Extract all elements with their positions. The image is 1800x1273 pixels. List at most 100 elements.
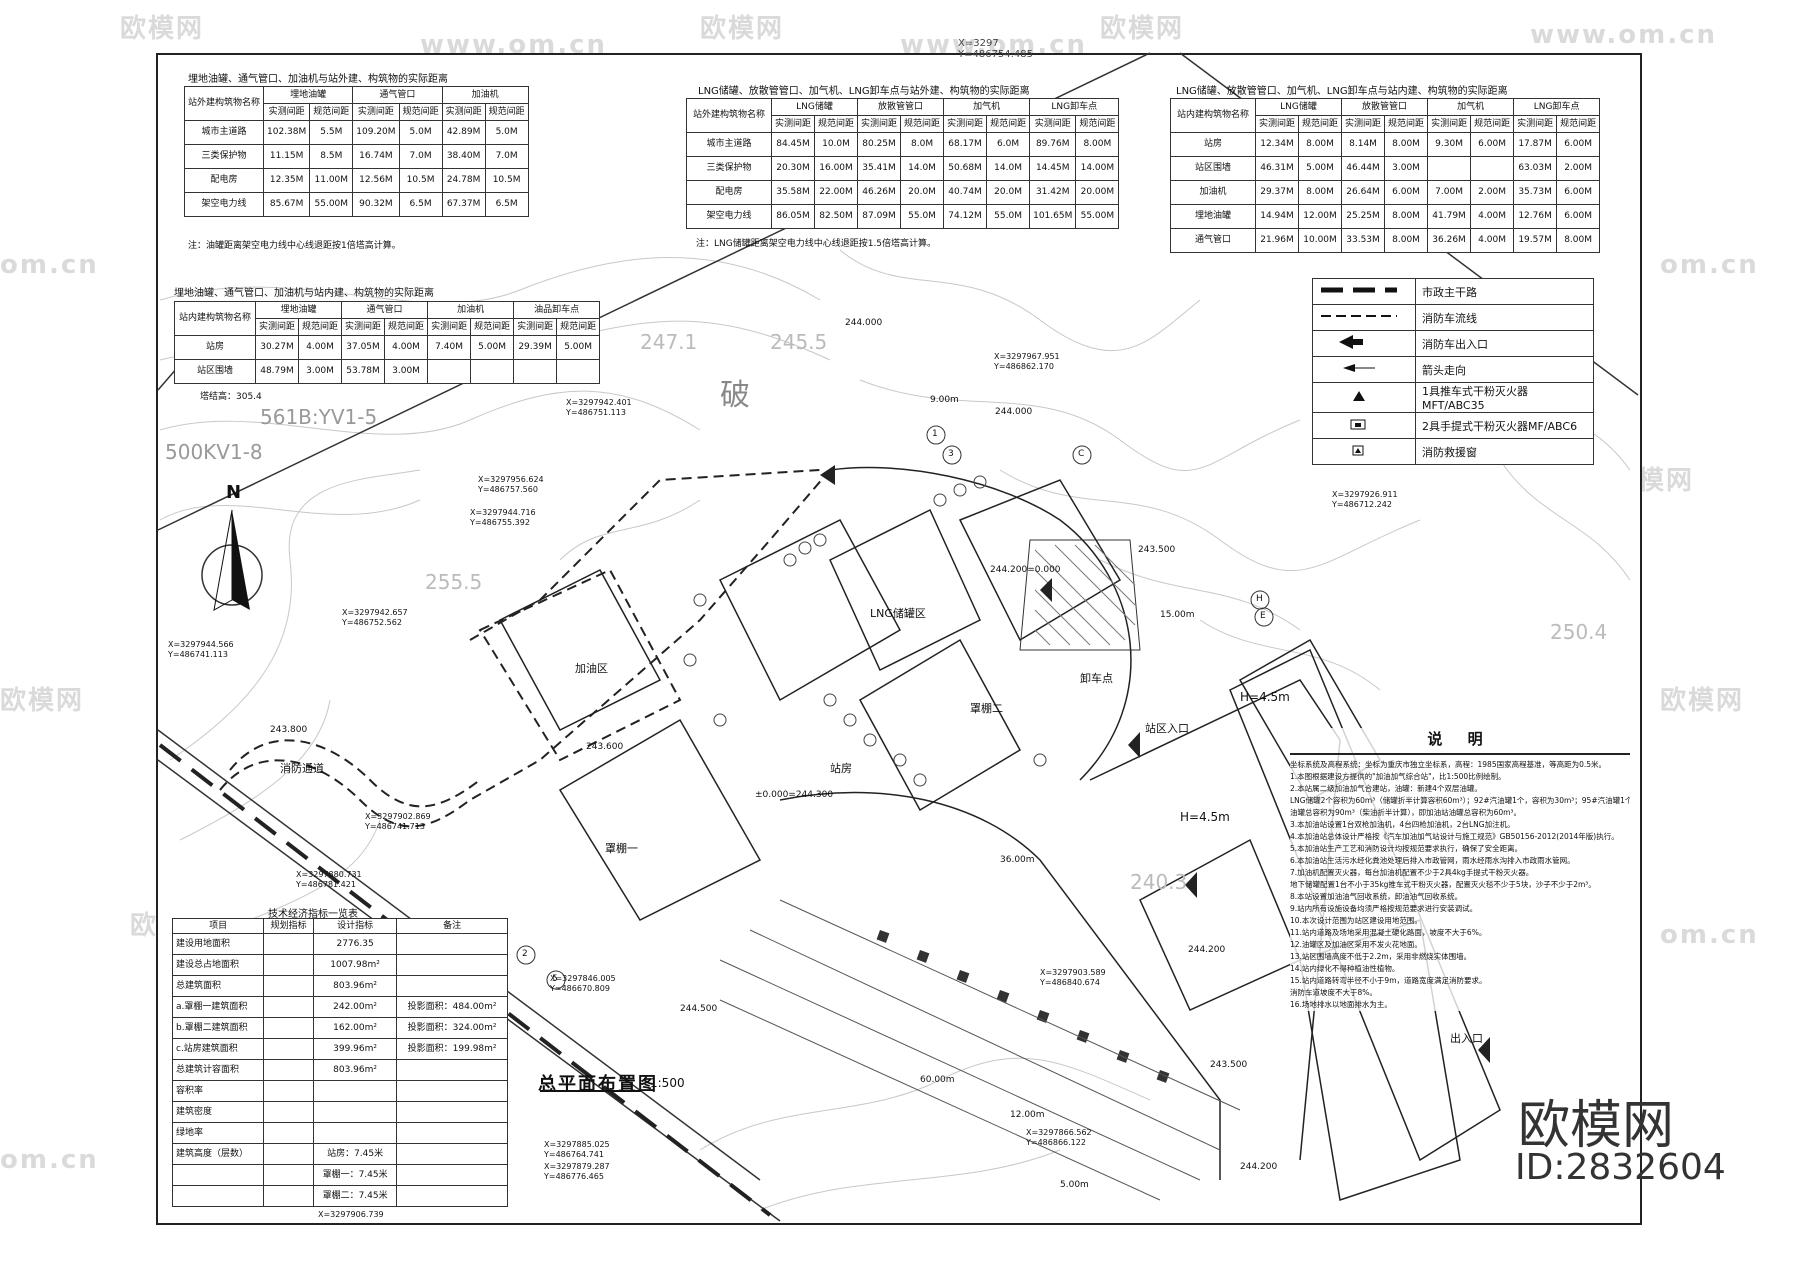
table-header-cell: 规范间距 bbox=[1470, 115, 1515, 133]
table-header-cell: 实测间距 bbox=[943, 115, 988, 133]
legend-row: 箭头走向 bbox=[1312, 356, 1594, 383]
table-header-cell: 规范间距 bbox=[900, 115, 945, 133]
note-line: 14.站内绿化不得种植油性植物。 bbox=[1290, 964, 1400, 973]
table-header-cell: 实测间距 bbox=[263, 103, 311, 121]
parking-lines bbox=[719, 899, 1241, 1201]
portable-extinguisher-icon bbox=[1312, 412, 1416, 439]
table-header-cell: 规范间距 bbox=[470, 318, 515, 336]
tech-cell: 803.96m² bbox=[312, 975, 398, 998]
note-line: 1.本图根据建设方提供的"加油加气综合站"，比1:500比例绘制。 bbox=[1290, 772, 1506, 781]
grid-circle-label: C bbox=[1078, 449, 1085, 459]
tech-header-cell: 规划指标 bbox=[263, 917, 314, 935]
tech-cell bbox=[263, 1017, 314, 1040]
note-line: 15.站内道路转弯半径不小于9m，道路宽度满足消防要求。 bbox=[1290, 976, 1487, 985]
tech-cell bbox=[263, 954, 314, 977]
table-header-cell: 实测间距 bbox=[1341, 115, 1386, 133]
table-header-cell: 油品卸车点 bbox=[513, 301, 601, 319]
coordinate-label: X=3297902.869 bbox=[365, 812, 431, 821]
table-cell: 85.67M bbox=[263, 192, 311, 217]
tech-cell: a.罩棚一建筑面积 bbox=[171, 996, 265, 1019]
tech-cell: 建设用地面积 bbox=[171, 933, 265, 956]
table-header-cell: 规范间距 bbox=[814, 115, 859, 133]
table-d-caption: LNG储罐、放散管管口、加气机、LNG卸车点与站内建、构筑物的实际距离 bbox=[1176, 86, 1508, 97]
table-cell: 89.76M bbox=[1029, 132, 1077, 157]
building-label: 消防通道 bbox=[280, 762, 324, 775]
table-cell: 站区围墙 bbox=[174, 359, 256, 384]
table-header-cell: LNG卸车点 bbox=[1513, 98, 1601, 116]
table-cell: 14.0M bbox=[986, 156, 1031, 181]
table-cell: 41.79M bbox=[1427, 204, 1472, 229]
table-cell: 24.78M bbox=[441, 168, 486, 193]
fire-exit-arrow-icon bbox=[1312, 330, 1416, 357]
table-cell: 8.5M bbox=[309, 144, 354, 169]
tech-cell bbox=[171, 1185, 265, 1208]
table-cell: 配电房 bbox=[686, 180, 772, 205]
table-header-cell: 埋地油罐 bbox=[254, 301, 343, 319]
table-cell: 7.0M bbox=[398, 144, 443, 169]
table-cell: 通气管口 bbox=[1170, 228, 1256, 253]
table-cell: 架空电力线 bbox=[183, 192, 265, 217]
coordinate-label: Y=486866.122 bbox=[1026, 1138, 1086, 1147]
tech-cell bbox=[396, 1059, 508, 1082]
table-header-cell: 加油机 bbox=[427, 301, 515, 319]
table-cell: 40.74M bbox=[943, 180, 988, 205]
legend-label: 2具手提式干粉灭火器MF/ABC6 bbox=[1415, 412, 1594, 439]
table-cell: 6.5M bbox=[484, 192, 529, 217]
grid-circle-label: 2 bbox=[522, 949, 528, 959]
legend-row: 消防车流线 bbox=[1312, 304, 1594, 331]
table-cell: 46.31M bbox=[1254, 156, 1300, 181]
table-header-cell: 实测间距 bbox=[857, 115, 902, 133]
table-b-under: 塔结高：305.4 bbox=[200, 392, 262, 402]
table-cell: 站房 bbox=[1170, 132, 1256, 157]
table-header-cell: 实测间距 bbox=[1427, 115, 1472, 133]
building-label: 加油区 bbox=[575, 662, 608, 675]
contour-label: 240.3 bbox=[1130, 870, 1188, 894]
dimension-label: 15.00m bbox=[1160, 610, 1195, 620]
table-cell: 35.58M bbox=[770, 180, 816, 205]
table-cell: 8.00M bbox=[1556, 228, 1601, 253]
arrow-direction-icon bbox=[1312, 356, 1416, 383]
table-cell: 80.25M bbox=[857, 132, 902, 157]
tech-row: 容积率 bbox=[171, 1080, 508, 1103]
note-line: 7.加油机配置灭火器，每台加油机配置不少于2具4kg手提式干粉灭火器。 bbox=[1290, 868, 1534, 877]
watermark-text: 欧模网 bbox=[1100, 14, 1185, 44]
elevation-point: 243.500 bbox=[1138, 545, 1176, 555]
tech-cell: 罩棚一：7.45米 bbox=[312, 1164, 398, 1187]
table-cell: 配电房 bbox=[183, 168, 265, 193]
dimension-label: 12.00m bbox=[1010, 1110, 1045, 1120]
legend-label: 消防车出入口 bbox=[1415, 330, 1594, 357]
table-header-cell: 通气管口 bbox=[352, 86, 443, 104]
dimension-label: 5.00m bbox=[1060, 1180, 1089, 1190]
table-cell: 3.00M bbox=[298, 359, 343, 384]
table-cell: 14.0M bbox=[900, 156, 945, 181]
building-label: 站区入口 bbox=[1145, 722, 1189, 735]
legend-row: 1具推车式干粉灭火器MFT/ABC35 bbox=[1312, 382, 1594, 413]
table-cell: 三类保护物 bbox=[686, 156, 772, 181]
coordinate-label: X=3297942.657 bbox=[342, 608, 408, 617]
tech-cell: 站房：7.45米 bbox=[312, 1143, 398, 1166]
note-line: 12.油罐区及加油区采用不发火花地面。 bbox=[1290, 940, 1422, 949]
note-line: 3.本加油站设置1台双枪加油机，4台四枪加油机，2台LNG加注机。 bbox=[1290, 820, 1515, 829]
tech-cell bbox=[396, 1143, 508, 1166]
table-header-cell: 规范间距 bbox=[1075, 115, 1120, 133]
grid-circle-label: 1 bbox=[932, 429, 938, 439]
tech-cell: 投影面积：484.00m² bbox=[396, 996, 508, 1019]
tech-cell: c.站房建筑面积 bbox=[171, 1038, 265, 1061]
table-cell: 8.14M bbox=[1341, 132, 1386, 157]
table-cell: 37.05M bbox=[341, 335, 386, 360]
table-cell: 5.0M bbox=[484, 120, 529, 145]
legend-row: 市政主干路 bbox=[1312, 278, 1594, 305]
table-cell: 2.00M bbox=[1470, 180, 1515, 205]
table-header-cell: 放散管管口 bbox=[1341, 98, 1429, 116]
table-cell: 46.26M bbox=[857, 180, 902, 205]
table-cell: 25.25M bbox=[1341, 204, 1386, 229]
coordinate-label: Y=486862.170 bbox=[994, 362, 1054, 371]
table-cell bbox=[427, 359, 472, 384]
